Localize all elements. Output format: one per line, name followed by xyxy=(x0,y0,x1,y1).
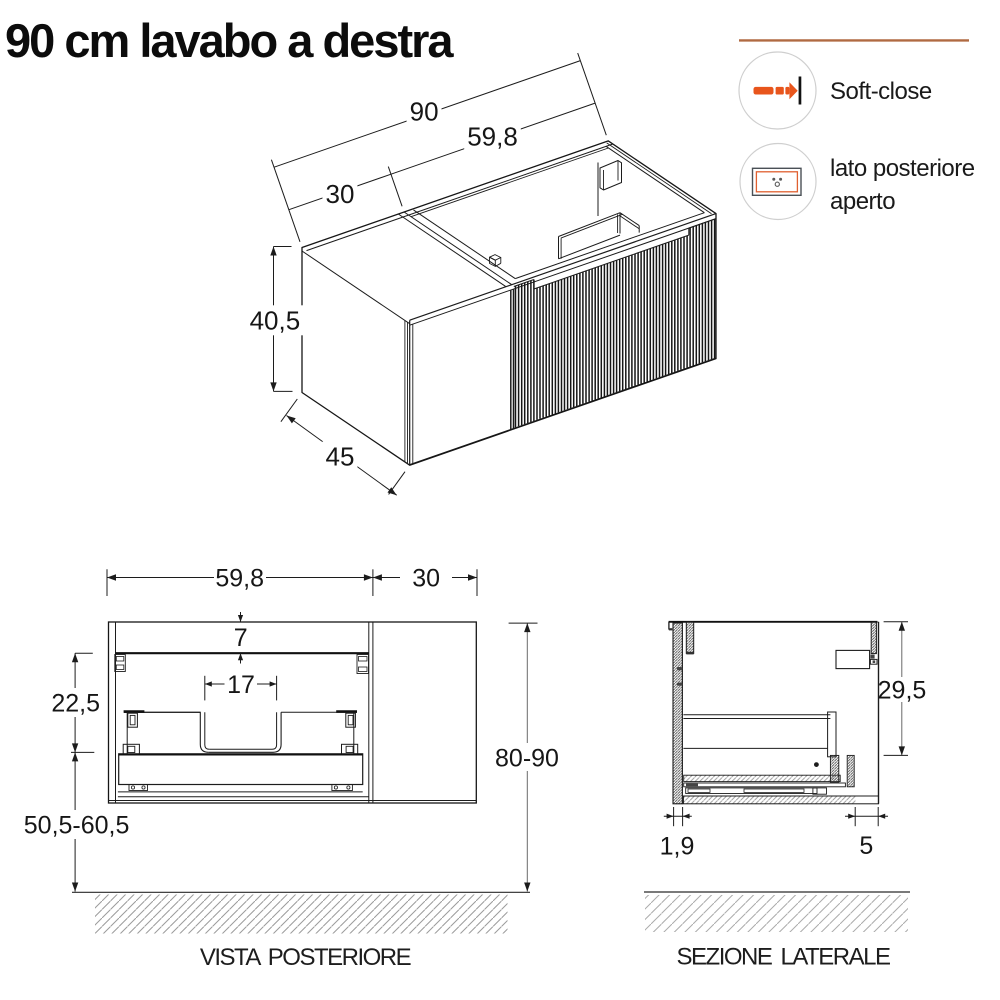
svg-text:45: 45 xyxy=(326,442,355,472)
svg-text:30: 30 xyxy=(326,179,355,209)
svg-text:VISTA POSTERIORE: VISTA POSTERIORE xyxy=(200,944,411,971)
svg-text:80-90: 80-90 xyxy=(495,744,559,772)
svg-text:22,5: 22,5 xyxy=(51,690,100,718)
svg-text:30: 30 xyxy=(412,565,440,593)
svg-text:59,8: 59,8 xyxy=(467,122,518,152)
svg-text:59,8: 59,8 xyxy=(215,565,264,593)
svg-text:17: 17 xyxy=(227,671,255,699)
svg-text:50,5-60,5: 50,5-60,5 xyxy=(24,812,130,840)
svg-text:29,5: 29,5 xyxy=(878,677,927,705)
svg-text:40,5: 40,5 xyxy=(250,305,301,335)
svg-text:90: 90 xyxy=(410,97,439,127)
svg-text:5: 5 xyxy=(859,832,873,860)
svg-text:1,9: 1,9 xyxy=(660,833,695,861)
svg-text:7: 7 xyxy=(234,624,248,652)
svg-text:SEZIONE LATERALE: SEZIONE LATERALE xyxy=(677,944,890,971)
